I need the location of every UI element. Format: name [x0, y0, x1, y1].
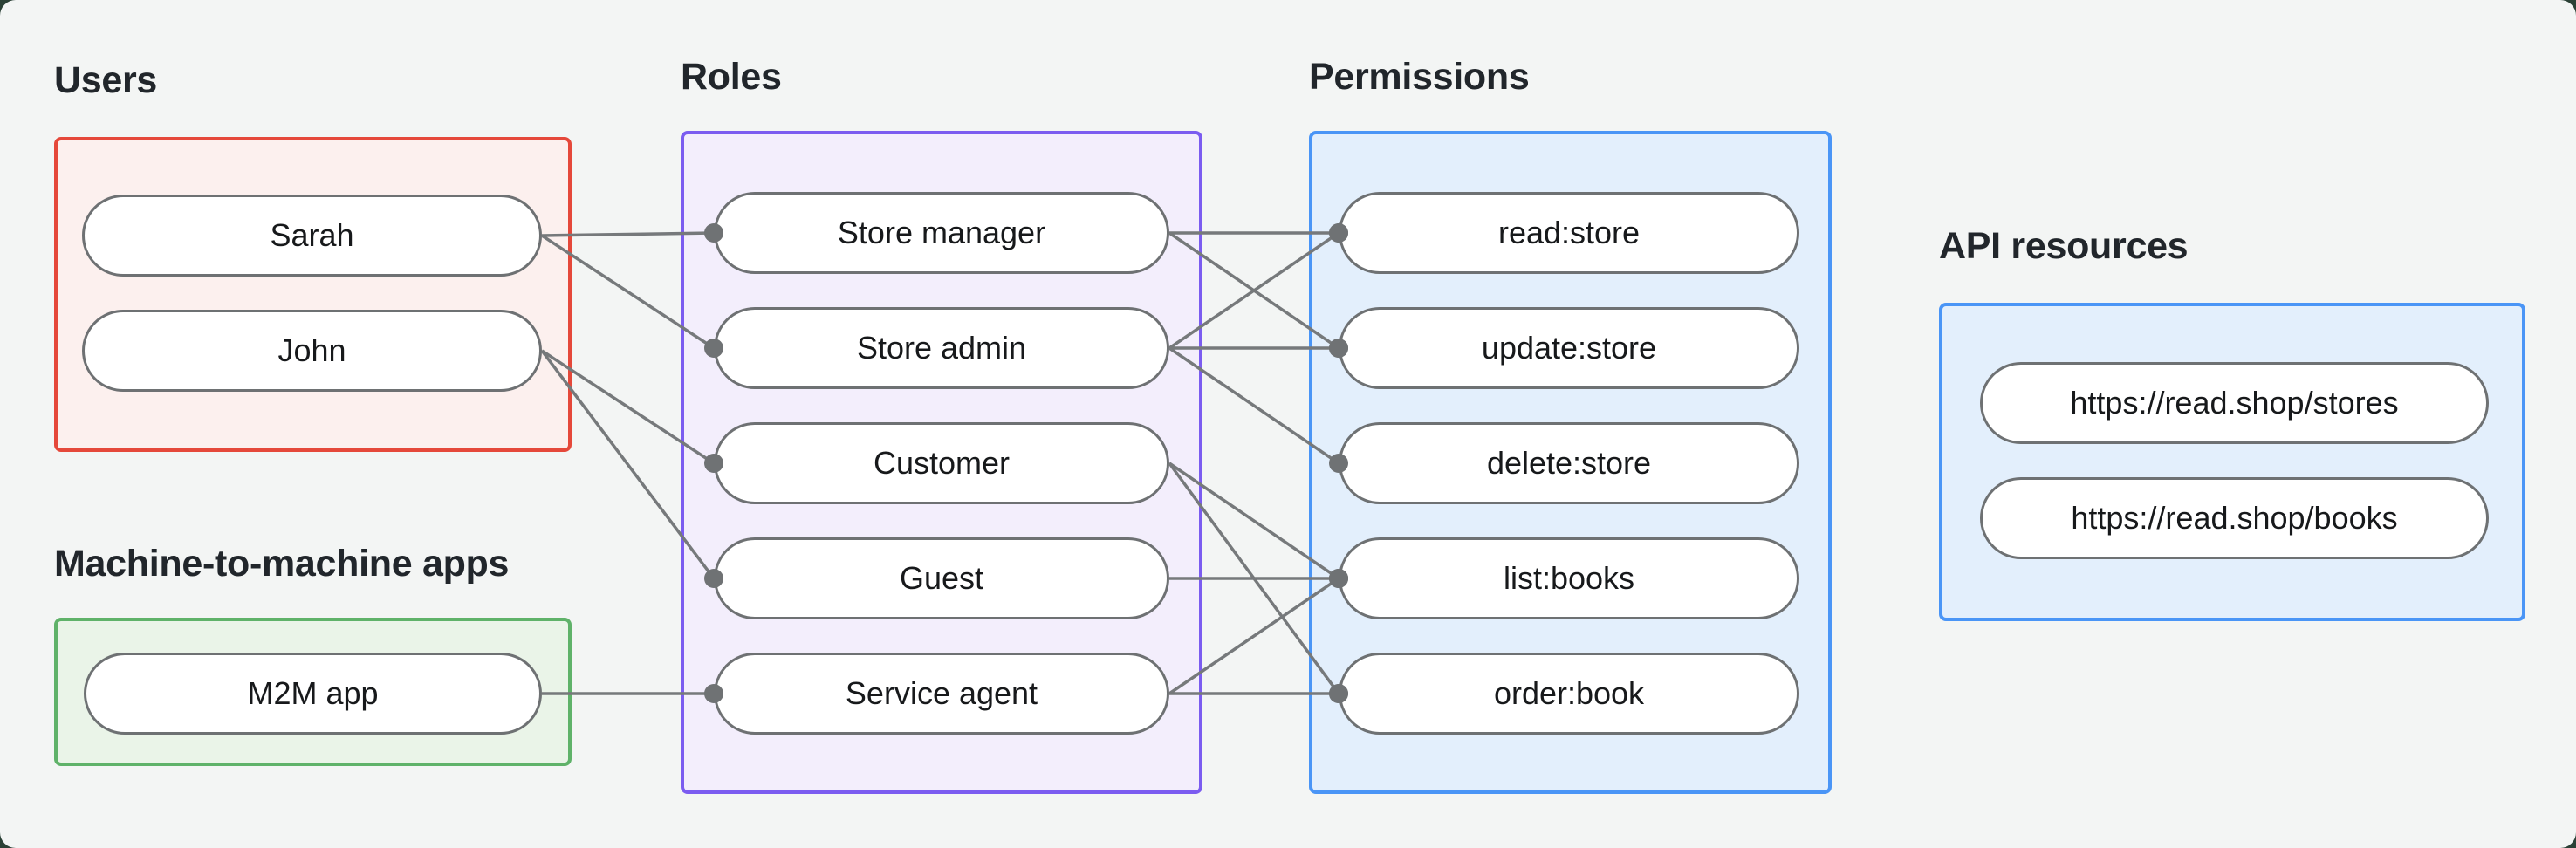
permissions-group-label: Permissions [1309, 56, 1530, 98]
role-node-customer: Customer [714, 422, 1169, 504]
user-node-sarah: Sarah [82, 195, 542, 277]
role-node-guest: Guest [714, 537, 1169, 619]
permission-node-list-books: list:books [1339, 537, 1799, 619]
api-resources-group-box [1939, 303, 2525, 621]
permission-node-order-book: order:book [1339, 653, 1799, 735]
api-resource-node-books: https://read.shop/books [1980, 477, 2489, 559]
role-node-service-agent: Service agent [714, 653, 1169, 735]
permission-node-read-store: read:store [1339, 192, 1799, 274]
user-node-john: John [82, 310, 542, 392]
machine-to-machine-group-label: Machine-to-machine apps [54, 543, 510, 585]
users-group-label: Users [54, 59, 158, 101]
roles-group-label: Roles [681, 56, 782, 98]
api-resources-group-label: API resources [1939, 225, 2189, 267]
permission-node-update-store: update:store [1339, 307, 1799, 389]
role-node-store-admin: Store admin [714, 307, 1169, 389]
api-resource-node-stores: https://read.shop/stores [1980, 362, 2489, 444]
users-group-box [54, 137, 572, 452]
m2m-app-node: M2M app [84, 653, 542, 735]
role-node-store-manager: Store manager [714, 192, 1169, 274]
permission-node-delete-store: delete:store [1339, 422, 1799, 504]
